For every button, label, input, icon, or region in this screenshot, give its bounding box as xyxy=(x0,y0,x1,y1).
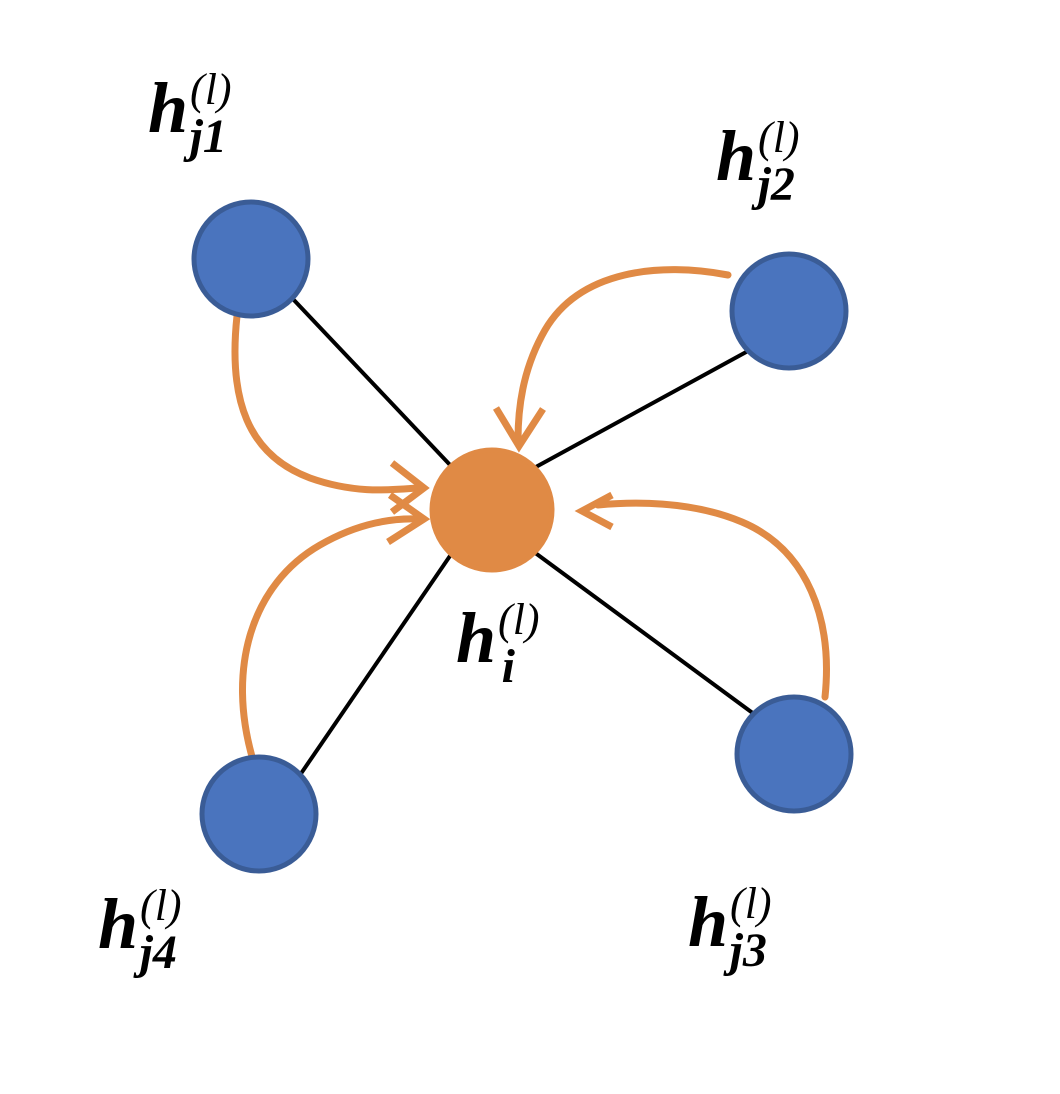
node-label-j2-base: h xyxy=(716,116,757,196)
message-arrowhead-j2-icon xyxy=(493,406,546,453)
node-label-j1-sup: (l) xyxy=(190,65,232,114)
edge-group xyxy=(290,296,756,777)
message-arrow-j3 xyxy=(594,499,830,701)
node-i-center[interactable] xyxy=(429,447,555,573)
message-arrow-j1 xyxy=(231,312,422,494)
node-group xyxy=(191,199,854,874)
node-label-j2: h(l)j2 xyxy=(716,116,835,209)
node-j1[interactable] xyxy=(191,199,311,319)
node-label-j4-sup: (l) xyxy=(140,881,182,930)
edge-j3-i xyxy=(532,550,756,716)
node-label-j3-sub: j3 xyxy=(729,924,767,977)
node-j4[interactable] xyxy=(199,754,319,874)
node-label-i-sub: i xyxy=(501,640,515,693)
message-arrow-group xyxy=(231,266,830,764)
node-label-j4-base: h xyxy=(98,884,139,964)
node-label-j4-sub: j4 xyxy=(139,926,177,979)
node-label-j1: h(l)j1 xyxy=(148,68,267,161)
message-arrowhead-j4-icon xyxy=(386,492,431,545)
node-label-j3-sup: (l) xyxy=(730,879,772,928)
node-label-i-sup: (l) xyxy=(498,595,540,644)
node-label-i-base: h xyxy=(456,598,497,678)
node-j3[interactable] xyxy=(734,694,854,814)
node-label-j2-sup: (l) xyxy=(758,113,800,162)
edge-j2-i xyxy=(533,349,749,470)
node-label-j1-base: h xyxy=(148,68,189,148)
node-label-j2-sub: j2 xyxy=(757,158,795,211)
message-arrow-j2 xyxy=(514,266,732,444)
edge-j4-i xyxy=(298,551,454,777)
edge-j1-i xyxy=(290,296,454,469)
node-label-j4: h(l)j4 xyxy=(98,884,217,977)
node-label-j1-sub: j1 xyxy=(189,110,227,163)
message-arrowhead-j3-icon xyxy=(574,491,614,531)
node-label-j3: h(l)j3 xyxy=(688,882,807,975)
node-label-i-center: h(l)i xyxy=(456,598,551,691)
message-arrow-j4 xyxy=(239,515,422,764)
node-label-j3-base: h xyxy=(688,882,729,962)
node-j2[interactable] xyxy=(729,251,849,371)
